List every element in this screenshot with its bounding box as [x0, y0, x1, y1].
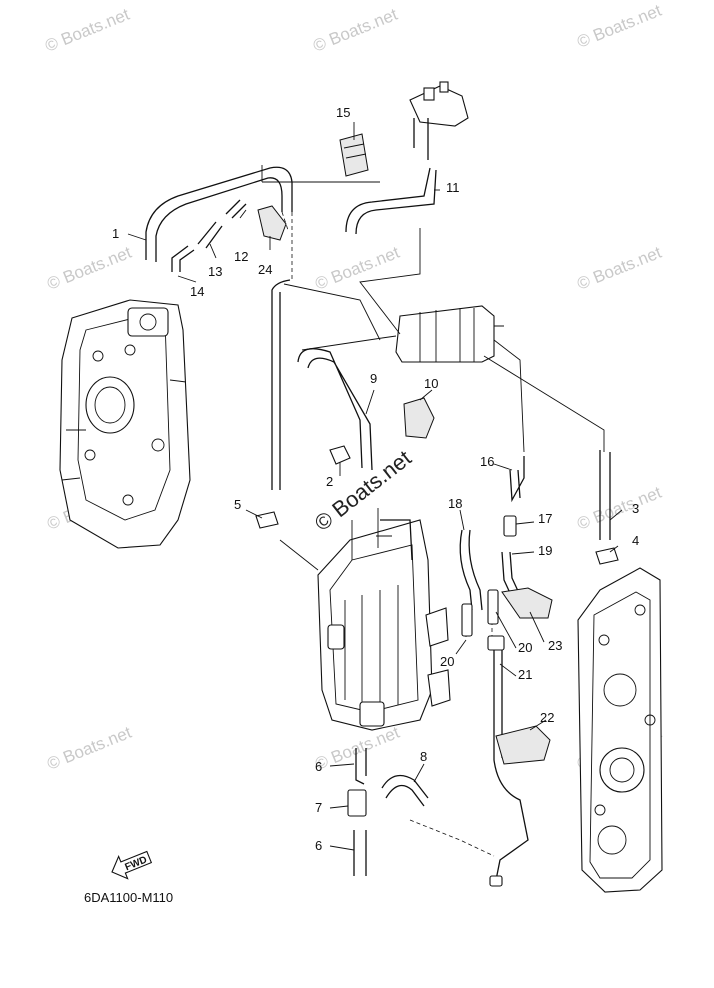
callout-18: 18 [448, 496, 462, 511]
callout-3: 3 [632, 501, 639, 516]
callout-10: 10 [424, 376, 438, 391]
callout-21: 21 [518, 667, 532, 682]
callout-5: 5 [234, 497, 241, 512]
vapor-separator [317, 508, 451, 731]
callout-11: 11 [446, 180, 460, 195]
fwd-arrow: FWD [111, 850, 153, 880]
canister [381, 305, 504, 363]
callout-13: 13 [208, 264, 222, 279]
watermark: © Boats.net [574, 1, 664, 52]
callout-17: 17 [538, 511, 552, 526]
watermark: © Boats.net [574, 243, 664, 294]
callout-7: 7 [315, 800, 322, 815]
callout-1: 1 [112, 226, 119, 241]
callout-8: 8 [420, 749, 427, 764]
callout-12: 12 [234, 249, 248, 264]
callout-4: 4 [632, 533, 639, 548]
small-parts [255, 133, 619, 887]
callout-22: 22 [540, 710, 554, 725]
callout-15: 15 [336, 105, 350, 120]
watermark: © Boats.net [44, 243, 134, 294]
watermark: © Boats.net [310, 5, 400, 56]
watermark: © Boats.net [312, 243, 402, 294]
diagram-code: 6DA1100-M110 [84, 890, 173, 905]
callouts: 1 2 3 4 5 6 6 7 8 9 10 11 12 13 14 15 16… [112, 105, 639, 853]
callout-24: 24 [258, 262, 272, 277]
fwd-label: FWD [123, 855, 148, 874]
center-watermark: © Boats.net [310, 445, 416, 536]
callout-19: 19 [538, 543, 552, 558]
top-valve-assembly [409, 81, 469, 160]
watermark: © Boats.net [44, 723, 134, 774]
hoses [145, 165, 611, 881]
callout-23: 23 [548, 638, 562, 653]
watermark: © Boats.net [312, 723, 402, 774]
callout-9: 9 [370, 371, 377, 386]
watermark: © Boats.net [574, 483, 664, 534]
callout-6: 6 [315, 759, 322, 774]
callout-2: 2 [326, 474, 333, 489]
callout-16: 16 [480, 454, 494, 469]
callout-6: 6 [315, 838, 322, 853]
watermark: © Boats.net [42, 5, 132, 56]
callout-14: 14 [190, 284, 204, 299]
callout-20: 20 [440, 654, 454, 669]
leader-lines [127, 122, 623, 851]
right-intake-manifold [577, 567, 663, 893]
left-intake-manifold [59, 299, 191, 549]
callout-20: 20 [518, 640, 532, 655]
